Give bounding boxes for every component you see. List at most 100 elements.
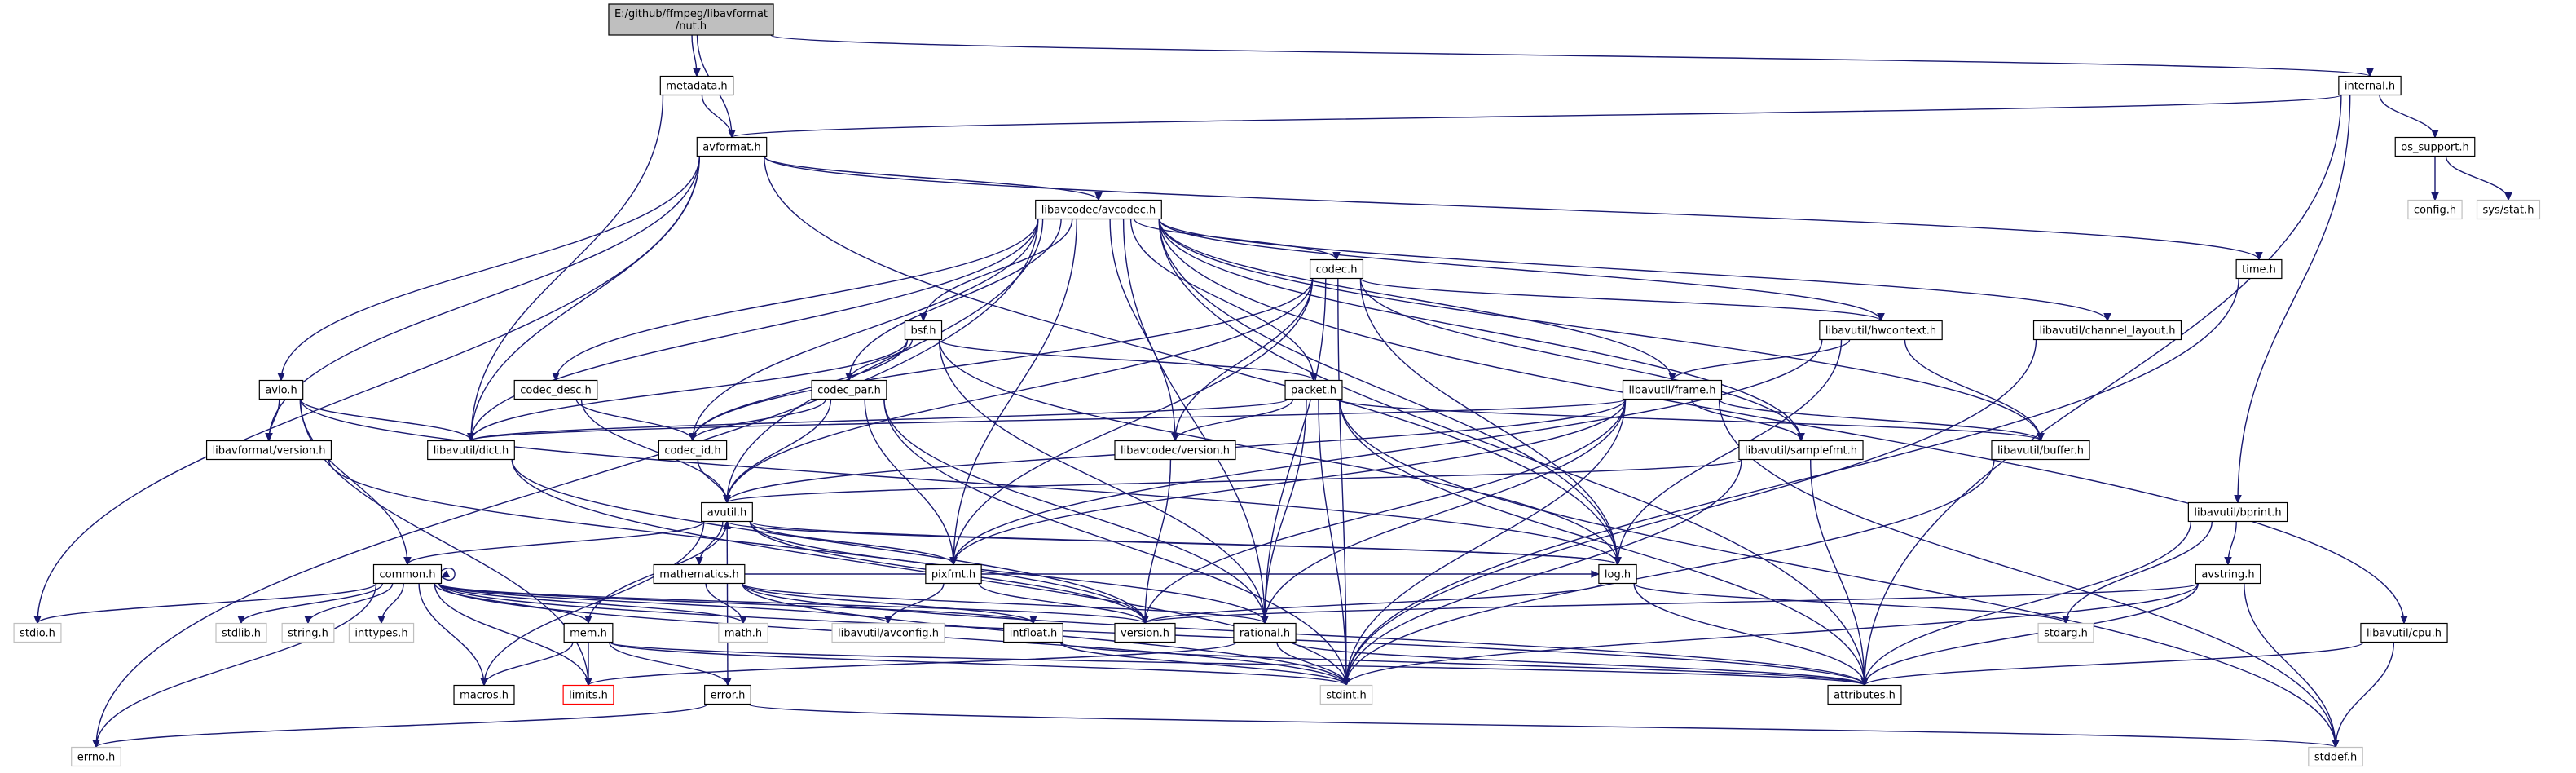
node-pixfmt[interactable]: pixfmt.h — [925, 563, 982, 585]
edge-line — [438, 582, 1034, 625]
edge-line — [883, 399, 1266, 624]
node-box — [925, 563, 982, 585]
node-samplefmt[interactable]: libavutil/samplefmt.h — [1738, 440, 1864, 461]
edge-line — [1718, 399, 2336, 748]
node-metadata[interactable]: metadata.h — [659, 75, 734, 96]
node-label: bsf.h — [910, 325, 936, 338]
node-avformat[interactable]: avformat.h — [696, 136, 768, 157]
edge-line — [2335, 642, 2395, 748]
edge-packet-to-rational — [1261, 399, 1307, 625]
edge-line — [770, 34, 2371, 77]
node-box — [71, 746, 121, 767]
node-codec[interactable]: codec.h — [1309, 258, 1364, 280]
node-mem[interactable]: mem.h — [563, 622, 614, 643]
node-box — [2394, 136, 2476, 157]
node-lavf-version[interactable]: libavformat/version.h — [205, 440, 332, 461]
node-label: packet.h — [1291, 385, 1336, 397]
edge-arrowhead — [1614, 557, 1622, 566]
node-avutil[interactable]: avutil.h — [701, 501, 753, 523]
edge-arrowhead — [739, 616, 747, 625]
node-box — [608, 3, 774, 36]
edge-line — [1617, 339, 1843, 565]
edge-line — [610, 641, 1865, 687]
node-hwcontext[interactable]: libavutil/hwcontext.h — [1819, 320, 1943, 341]
node-cpu[interactable]: libavutil/cpu.h — [2360, 622, 2448, 643]
node-common[interactable]: common.h — [372, 563, 443, 585]
edge-line — [307, 583, 394, 624]
edge-common-to-stdio — [33, 582, 377, 625]
edge-line — [747, 703, 2336, 749]
edge-line — [608, 642, 729, 686]
edge-samplefmt-to-avutil — [723, 458, 1742, 504]
edge-line — [95, 583, 377, 748]
edge-avformat-to-stdio — [33, 156, 700, 625]
edge-line — [923, 219, 1073, 321]
edge-arrowhead — [728, 129, 736, 139]
node-dict[interactable]: libavutil/dict.h — [427, 440, 515, 461]
edge-log-to-stdarg — [1633, 582, 2070, 625]
edge-line — [418, 583, 485, 686]
edge-arrowhead — [92, 740, 100, 749]
node-attributes[interactable]: attributes.h — [1827, 684, 1902, 705]
node-macros[interactable]: macros.h — [453, 684, 515, 705]
node-error[interactable]: error.h — [704, 684, 751, 705]
edge-line — [864, 399, 954, 565]
node-box — [258, 379, 304, 400]
node-packet[interactable]: packet.h — [1284, 379, 1343, 400]
edge-codec-to-log — [1359, 278, 1622, 566]
node-intfloat[interactable]: intfloat.h — [1003, 622, 1063, 643]
node-time[interactable]: time.h — [2235, 258, 2283, 280]
node-avio[interactable]: avio.h — [258, 379, 304, 400]
edge-avcodec-to-dict — [467, 219, 1039, 442]
node-limits[interactable]: limits.h — [562, 684, 614, 705]
edge-line — [434, 583, 589, 686]
edge-line — [764, 156, 1618, 565]
node-codec-par[interactable]: codec_par.h — [811, 379, 887, 400]
edge-line — [1158, 219, 1882, 321]
edge-internal-to-bprint — [2234, 95, 2351, 504]
node-label: os_support.h — [2401, 142, 2469, 154]
node-version[interactable]: version.h — [1114, 622, 1176, 643]
node-box — [2195, 563, 2261, 585]
node-avcodec[interactable]: libavcodec/avcodec.h — [1035, 199, 1162, 220]
node-codec-desc[interactable]: codec_desc.h — [513, 379, 598, 400]
edge-arrowhead — [723, 520, 731, 529]
edge-line — [1174, 399, 1294, 441]
node-label: intfloat.h — [1010, 628, 1058, 640]
node-nut[interactable]: E:/github/ffmpeg/libavformat/nut.h — [608, 3, 774, 36]
edge-line — [1144, 399, 1627, 624]
node-box — [13, 622, 62, 643]
edge-line — [1158, 219, 1865, 686]
edge-arrowhead — [2332, 740, 2340, 749]
edge-line — [2445, 156, 2509, 201]
edge-line — [2244, 583, 2336, 748]
edge-line — [938, 339, 1618, 565]
node-os-support[interactable]: os_support.h — [2394, 136, 2476, 157]
node-label: error.h — [711, 690, 746, 702]
node-bsf[interactable]: bsf.h — [904, 320, 943, 341]
edge-line — [1671, 339, 1851, 381]
node-log[interactable]: log.h — [1598, 563, 1637, 585]
node-box — [659, 75, 734, 96]
node-box — [205, 440, 332, 461]
edge-codec-to-hwcontext — [1359, 277, 1885, 322]
node-avstring[interactable]: avstring.h — [2195, 563, 2261, 585]
node-buffer[interactable]: libavutil/buffer.h — [1991, 440, 2090, 461]
node-internal[interactable]: internal.h — [2338, 75, 2402, 96]
node-mathematics[interactable]: mathematics.h — [653, 563, 746, 585]
edge-line — [1633, 583, 1865, 686]
edge-line — [726, 219, 1044, 503]
node-codec-id[interactable]: codec_id.h — [658, 440, 728, 461]
node-errno: errno.h — [71, 746, 121, 767]
edge-arrowhead — [1094, 192, 1103, 201]
node-bprint[interactable]: libavutil/bprint.h — [2187, 501, 2288, 523]
node-channel-layout[interactable]: libavutil/channel_layout.h — [2032, 320, 2182, 341]
edge-line — [268, 156, 700, 441]
node-frame[interactable]: libavutil/frame.h — [1622, 379, 1723, 400]
node-label: codec_par.h — [817, 385, 881, 397]
edge-line — [692, 339, 909, 441]
node-lavc-version[interactable]: libavcodec/version.h — [1114, 440, 1236, 461]
node-rational[interactable]: rational.h — [1233, 622, 1297, 643]
edge-arrowhead — [480, 678, 488, 687]
